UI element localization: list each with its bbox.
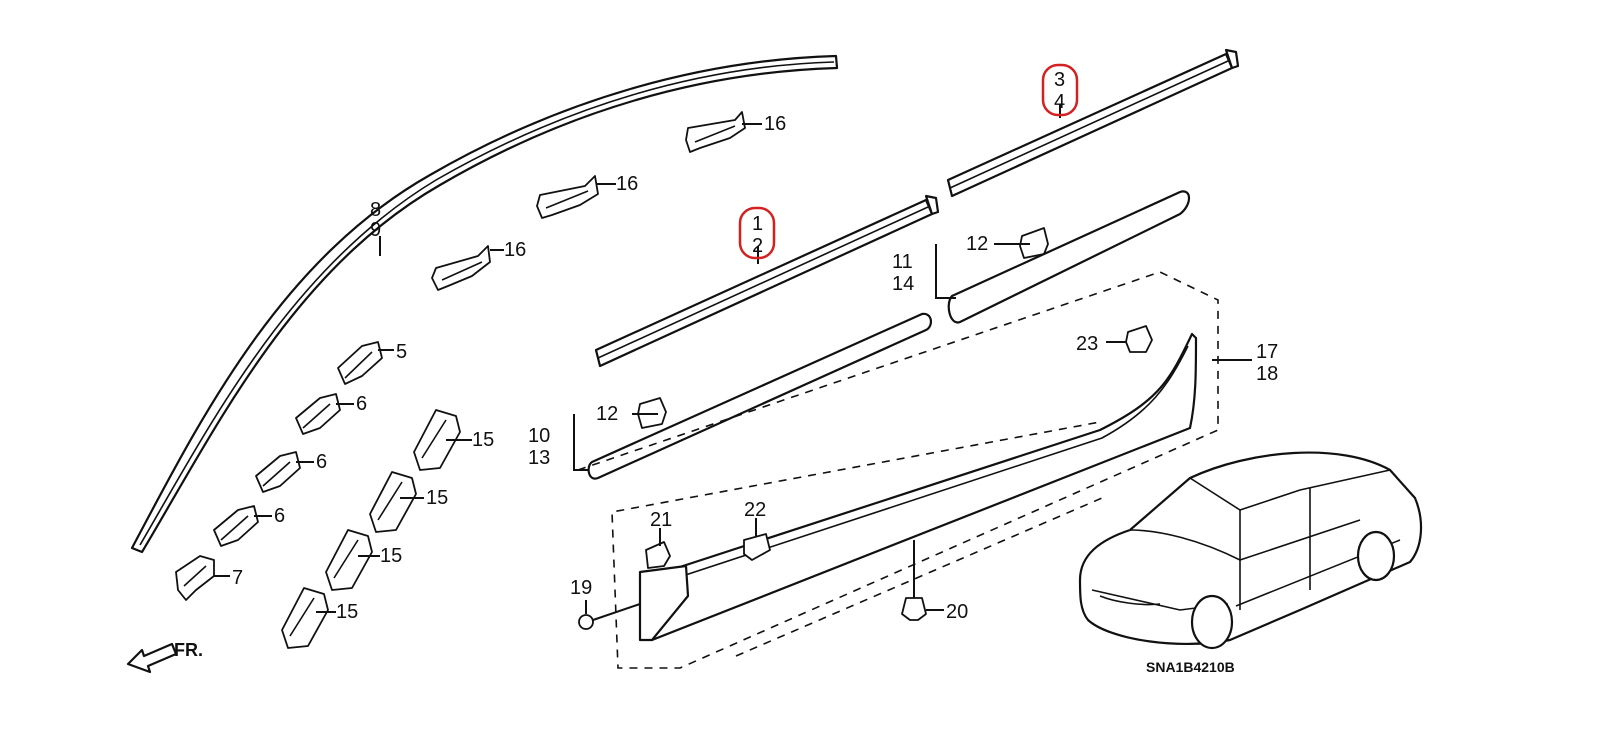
callout-17: 17 (1256, 341, 1278, 363)
clip-6a[interactable] (295, 393, 341, 435)
callout-6b: 6 (316, 451, 327, 473)
clip-20[interactable] (901, 597, 927, 621)
callout-15c: 15 (380, 545, 402, 567)
callout-15d: 15 (336, 601, 358, 623)
callout-16c: 16 (504, 239, 526, 261)
clip-7[interactable] (175, 555, 215, 601)
callout-21: 21 (650, 509, 672, 531)
callout-8: 8 (370, 199, 381, 221)
clip-12b[interactable] (1019, 227, 1049, 259)
screw-19[interactable] (578, 603, 641, 630)
callout-16b: 16 (616, 173, 638, 195)
callout-4: 4 (1054, 91, 1065, 113)
callout-2: 2 (752, 235, 763, 257)
roof-clip-16b[interactable] (536, 175, 599, 219)
callout-10: 10 (528, 425, 550, 447)
clip-21[interactable] (645, 541, 671, 569)
callout-22: 22 (744, 499, 766, 521)
arrow-left-icon (126, 642, 178, 674)
rear-door-belt-molding[interactable] (946, 48, 1240, 198)
callout-3: 3 (1054, 69, 1065, 91)
rear-door-side-molding[interactable] (947, 190, 1191, 324)
callout-18: 18 (1256, 363, 1278, 385)
callout-15a: 15 (472, 429, 494, 451)
leader-lines (214, 104, 1252, 614)
side-sill-garnish[interactable] (638, 332, 1198, 642)
clip-15d[interactable] (281, 587, 329, 649)
callout-5: 5 (396, 341, 407, 363)
clip-22[interactable] (743, 533, 771, 561)
front-direction-arrow: FR. (126, 640, 203, 674)
roof-clip-16a[interactable] (685, 111, 746, 153)
clip-15a[interactable] (413, 409, 461, 471)
car-illustration (1078, 451, 1423, 650)
highlight-marks (738, 63, 1079, 260)
callout-6c: 6 (274, 505, 285, 527)
clip-23[interactable] (1125, 325, 1153, 353)
callout-12a: 12 (596, 403, 618, 425)
clip-15b[interactable] (369, 471, 417, 533)
clip-15c[interactable] (325, 529, 373, 591)
callout-14: 14 (892, 273, 914, 295)
callout-13: 13 (528, 447, 550, 469)
callout-11: 11 (892, 251, 913, 273)
highlight-capsule-1-2 (738, 206, 776, 260)
front-door-belt-molding[interactable] (594, 194, 940, 368)
callout-23: 23 (1076, 333, 1098, 355)
callout-12b: 12 (966, 233, 988, 255)
assembly-boundary-lines (577, 271, 1219, 669)
callout-6a: 6 (356, 393, 367, 415)
highlight-capsule-3-4 (1041, 63, 1079, 117)
callout-1: 1 (752, 213, 763, 235)
callout-7: 7 (232, 567, 243, 589)
callout-15b: 15 (426, 487, 448, 509)
front-label: FR. (174, 640, 203, 660)
clip-5[interactable] (337, 341, 383, 385)
callout-19: 19 (570, 577, 592, 599)
callout-16a: 16 (764, 113, 786, 135)
front-door-side-molding[interactable] (587, 312, 932, 480)
callout-labels: 1 2 3 4 5 6 6 6 7 8 9 10 13 11 14 12 12 … (232, 69, 1278, 623)
roof-clip-16c[interactable] (431, 245, 491, 291)
clip-6c[interactable] (213, 505, 259, 547)
diagram-code: SNA1B4210B (1146, 659, 1235, 675)
callout-20: 20 (946, 601, 968, 623)
clip-6b[interactable] (255, 451, 301, 493)
roof-molding[interactable] (130, 54, 839, 554)
callout-9: 9 (370, 219, 381, 241)
